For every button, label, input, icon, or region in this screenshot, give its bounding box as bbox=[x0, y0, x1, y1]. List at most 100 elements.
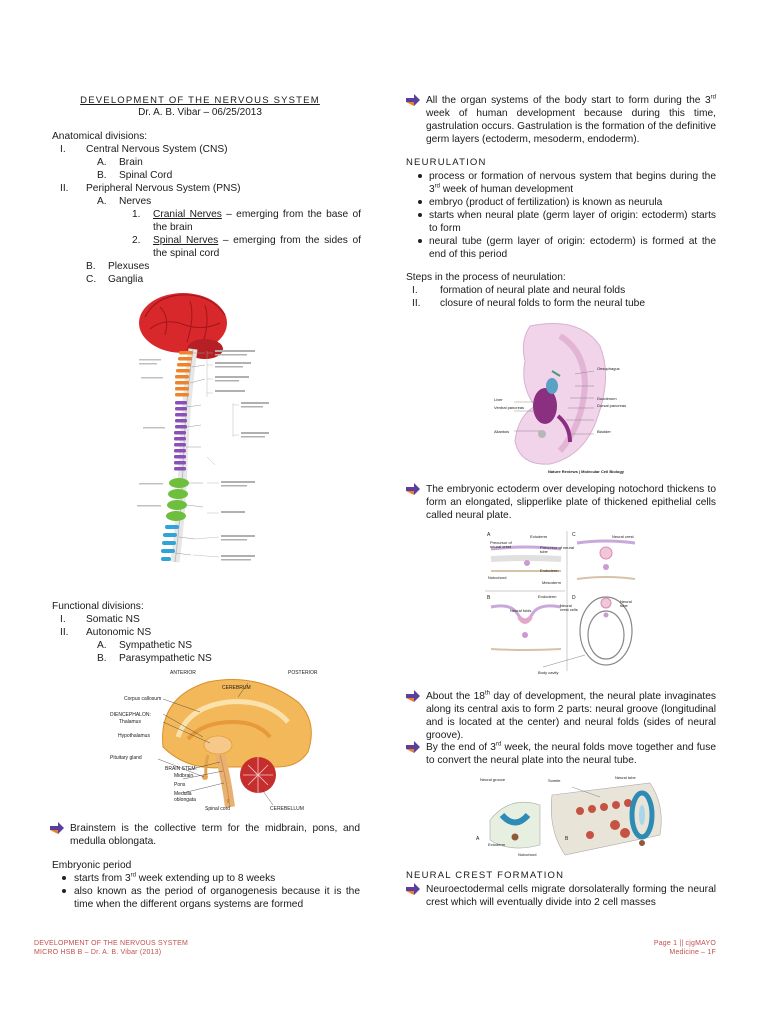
label-neural-tube-2: Neural tube bbox=[615, 775, 636, 780]
neurulation-bullet-2: embryo (product of fertilization) is kno… bbox=[429, 197, 663, 208]
bullet-marker bbox=[418, 235, 428, 248]
list-num: C. bbox=[86, 274, 97, 285]
label-notochord: Notochord bbox=[488, 575, 507, 580]
bullet-dot-icon bbox=[62, 889, 66, 894]
label-ectoderm: Ectoderm bbox=[530, 534, 548, 539]
neurulation-bullet-3: starts when neural plate (germ layer of … bbox=[429, 210, 716, 235]
author-line: Dr. A. B. Vibar – 06/25/2013 bbox=[138, 107, 262, 118]
term-spinal: Spinal Nerves bbox=[153, 235, 219, 246]
neurulation-heading: NEURULATION bbox=[406, 157, 487, 168]
label-dorsal-pancreas: Dorsal pancreas bbox=[597, 403, 627, 408]
list-num: B. bbox=[86, 261, 96, 272]
neurulation-bullet-1: process or formation of nervous system t… bbox=[429, 170, 716, 196]
list-num: A. bbox=[97, 196, 107, 207]
bullet-dot-icon bbox=[418, 174, 422, 179]
label-a: A bbox=[487, 532, 491, 538]
label-corpus: Corpus callosum bbox=[124, 696, 162, 702]
bullet-dot-icon bbox=[418, 239, 422, 244]
bullet-marker bbox=[418, 209, 428, 222]
intro-paragraph: All the organ systems of the body start … bbox=[426, 94, 716, 146]
neural-crest-note: Neuroectodermal cells migrate dorsolater… bbox=[426, 884, 716, 909]
list-num: II. bbox=[412, 298, 421, 309]
arrow-bullet-icon bbox=[406, 483, 420, 495]
embryonic-heading: Embryonic period bbox=[52, 860, 132, 871]
label-precursor-crest: Precursor of neural crest bbox=[490, 540, 512, 550]
def-cranial: – emerging from the base of the brain bbox=[153, 209, 361, 234]
functional-heading: Functional divisions: bbox=[52, 601, 144, 612]
label-hypothalamus: Hypothalamus bbox=[118, 733, 150, 739]
label-diencephalon: DIENCEPHALON: bbox=[110, 712, 151, 718]
label-ventral-pancreas: Ventral pancreas bbox=[494, 405, 525, 410]
label-midbrain: Midbrain bbox=[174, 773, 194, 779]
nervous-system-figure bbox=[137, 293, 269, 563]
bullet-dot-icon bbox=[418, 200, 422, 205]
sup: rd bbox=[130, 872, 136, 879]
neural-tube-figure bbox=[485, 531, 636, 671]
embryonic-bullet-1: starts from 3rd week extending up to 8 w… bbox=[74, 872, 364, 885]
bullet-dot-icon bbox=[62, 876, 66, 881]
list-item: Autonomic NS bbox=[86, 627, 152, 638]
label-d: D bbox=[572, 595, 576, 601]
bullet-marker bbox=[62, 885, 72, 898]
arrow-bullet-icon bbox=[50, 822, 64, 834]
label-spinal-cord: Spinal cord bbox=[205, 806, 231, 812]
footer-left-2: MICRO HSB B – Dr. A. B. Vibar (2013) bbox=[34, 949, 162, 957]
label-endoderm: Endoderm bbox=[540, 568, 559, 573]
list-num: I. bbox=[412, 285, 418, 296]
label-cerebellum: CEREBELLUM bbox=[270, 806, 304, 812]
list-item: formation of neural plate and neural fol… bbox=[440, 285, 626, 296]
neural-groove-figure bbox=[489, 782, 662, 856]
label-neural-groove: Neural groove bbox=[480, 777, 506, 782]
text: process or formation of nervous system t… bbox=[429, 171, 716, 196]
text: starts from 3 bbox=[74, 873, 131, 884]
label-endoderm-2: Endoderm bbox=[538, 594, 557, 599]
arrow-bullet-icon bbox=[406, 883, 420, 895]
sup: rd bbox=[710, 94, 716, 101]
list-item: Brain bbox=[119, 157, 143, 168]
arrow-bullet-icon bbox=[406, 741, 420, 753]
text: By the end of 3 bbox=[426, 742, 496, 753]
steps-heading: Steps in the process of neurulation: bbox=[406, 272, 566, 283]
list-num: II. bbox=[60, 627, 69, 638]
list-item: Central Nervous System (CNS) bbox=[86, 144, 228, 155]
label-neural-tube: Neural tube bbox=[620, 599, 632, 609]
label-cerebrum: CEREBRUM bbox=[222, 685, 251, 691]
label-b: B bbox=[487, 595, 491, 601]
label-brainstem: BRAIN STEM: bbox=[165, 766, 197, 772]
label-neural-crest-cells: Neural crest cells bbox=[560, 603, 578, 613]
label-neural-crest: Neural crest bbox=[612, 534, 634, 539]
label-c: C bbox=[572, 532, 576, 538]
sup: rd bbox=[495, 741, 502, 748]
sup: th bbox=[484, 690, 490, 697]
anatomical-heading: Anatomical divisions: bbox=[52, 131, 148, 142]
def-spinal: – emerging from the sides of the spinal … bbox=[153, 235, 362, 260]
list-item: Peripheral Nervous System (PNS) bbox=[86, 183, 241, 194]
label-anterior: ANTERIOR bbox=[170, 670, 196, 676]
list-num: 1. bbox=[132, 209, 141, 220]
footer-right-1: Page 1 || cjgMAYO bbox=[653, 940, 716, 947]
label-b2: B bbox=[565, 836, 569, 842]
bullet-marker bbox=[418, 170, 428, 183]
list-item: Nerves bbox=[119, 196, 152, 207]
label-somite: Somite bbox=[548, 778, 561, 783]
label-neural-folds: Neural folds bbox=[510, 608, 532, 613]
text: About the 18 bbox=[426, 691, 485, 702]
text: day of development, the neural plate inv… bbox=[426, 691, 716, 742]
label-posterior: POSTERIOR bbox=[288, 670, 318, 676]
text: week of human development because during… bbox=[426, 108, 716, 146]
label-precursor-tube: Precursor of neural tube bbox=[540, 545, 575, 555]
list-num: A. bbox=[97, 157, 107, 168]
day18-paragraph: About the 18th day of development, the n… bbox=[426, 690, 716, 742]
text: week of human development bbox=[440, 184, 574, 196]
label-pons: Pons bbox=[174, 782, 186, 788]
footer-right: Page 1 || cjgMAYO Medicine – 1F bbox=[654, 939, 716, 958]
bullet-marker bbox=[62, 872, 72, 885]
list-item-cranial: Cranial Nerves – emerging from the base … bbox=[153, 208, 361, 234]
text: week, the neural folds move together and… bbox=[426, 742, 716, 767]
sup: rd bbox=[434, 183, 441, 190]
neural-crest-heading: NEURAL CREST FORMATION bbox=[406, 870, 565, 881]
list-item: Somatic NS bbox=[86, 614, 140, 625]
list-item: closure of neural folds to form the neur… bbox=[440, 298, 645, 309]
list-item: Sympathetic NS bbox=[119, 640, 193, 651]
list-num: I. bbox=[60, 614, 66, 625]
